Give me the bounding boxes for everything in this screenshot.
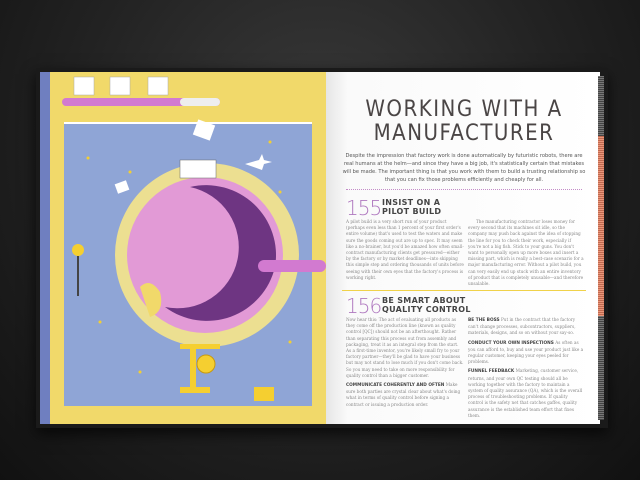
section-text: BE THE BOSS Put in the contract that the… (468, 317, 584, 418)
pipe (258, 260, 326, 272)
illustration-page (40, 72, 326, 424)
conveyor-belt (62, 98, 220, 106)
section-text: The manufacturing contractor loses money… (468, 219, 584, 287)
section-number: 156 (346, 294, 382, 318)
page-edges (598, 76, 604, 420)
factory-globe-illustration (40, 72, 326, 424)
page-edge-stripe (40, 72, 50, 424)
section-text: Now hear this: The act of evaluating all… (346, 317, 464, 407)
section-number: 155 (346, 196, 382, 220)
divider (346, 189, 582, 190)
gear (196, 354, 216, 374)
section-text: A pilot build is a very short run of you… (346, 219, 464, 280)
intro-paragraph: Despite the impression that factory work… (342, 153, 586, 183)
divider (342, 290, 586, 291)
